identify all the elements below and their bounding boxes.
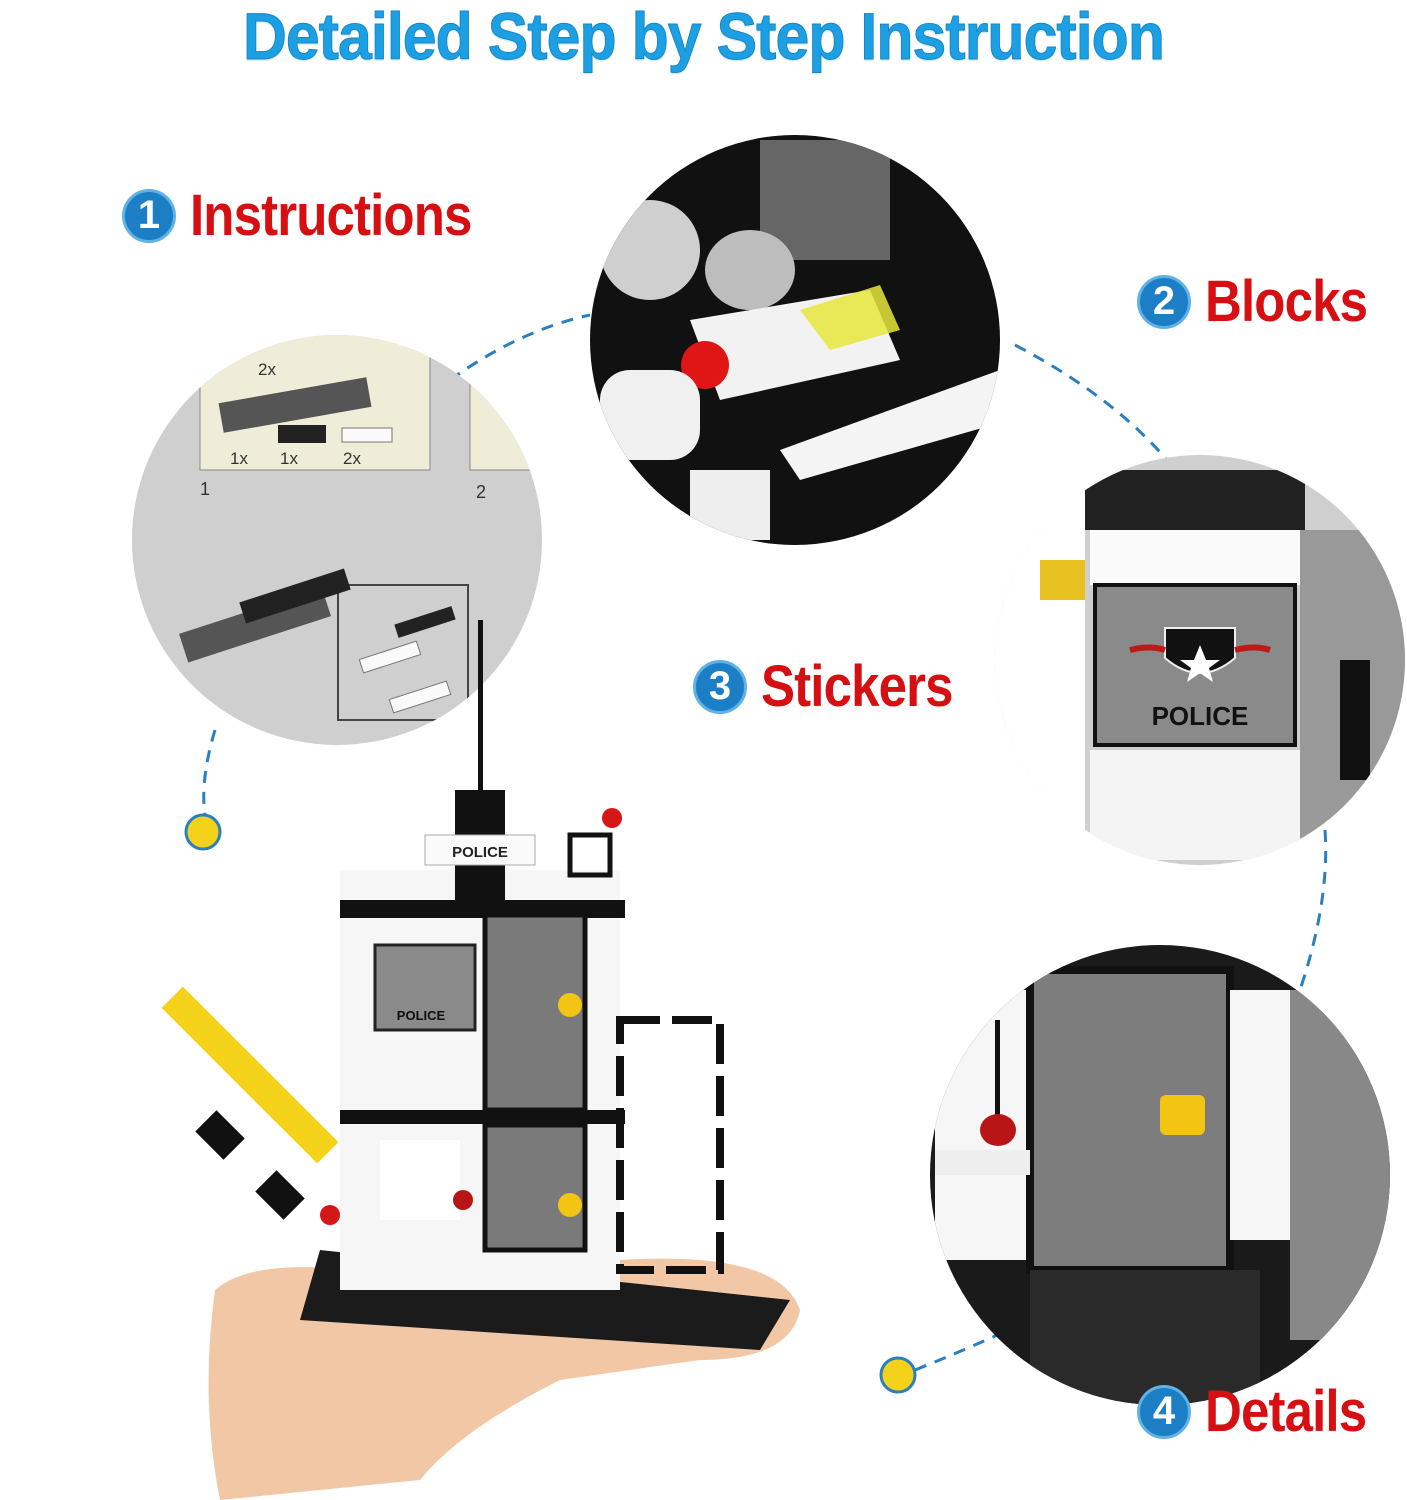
- model-sticker-text: POLICE: [397, 1008, 446, 1023]
- step-label-text: Stickers: [761, 654, 953, 719]
- connector-dot: [879, 1356, 917, 1394]
- instructions-photo: [132, 335, 542, 745]
- step-number: 2: [476, 482, 486, 502]
- step-label-instructions: 1 Instructions: [122, 182, 510, 249]
- step-number-badge: 1: [122, 188, 176, 243]
- blocks-photo: [590, 135, 1000, 545]
- step-label-details: 4 Details: [1137, 1378, 1388, 1445]
- step-number-badge: 4: [1137, 1384, 1191, 1439]
- parts-count: 2x: [343, 449, 361, 468]
- parts-count: 1x: [280, 449, 298, 468]
- step-label-text: Details: [1205, 1379, 1367, 1444]
- step-label-blocks: 2 Blocks: [1137, 268, 1389, 335]
- step-label-text: Blocks: [1205, 269, 1368, 334]
- step-label-stickers: 3 Stickers: [693, 653, 979, 720]
- stickers-photo: [995, 455, 1405, 865]
- sticker-police-text: POLICE: [1152, 701, 1249, 731]
- connector-dot: [184, 813, 222, 851]
- step-label-text: Instructions: [190, 183, 472, 248]
- step-number-badge: 2: [1137, 274, 1191, 329]
- details-photo: [930, 945, 1390, 1405]
- parts-count: 1x: [230, 449, 248, 468]
- page-title: Detailed Step by Step Instruction: [242, 0, 1166, 74]
- parts-count-top: 2x: [258, 360, 276, 379]
- step-number: 1: [200, 479, 210, 499]
- model-photo: [161, 620, 801, 1500]
- model-sign-text: POLICE: [452, 844, 508, 861]
- step-number-badge: 3: [693, 659, 747, 714]
